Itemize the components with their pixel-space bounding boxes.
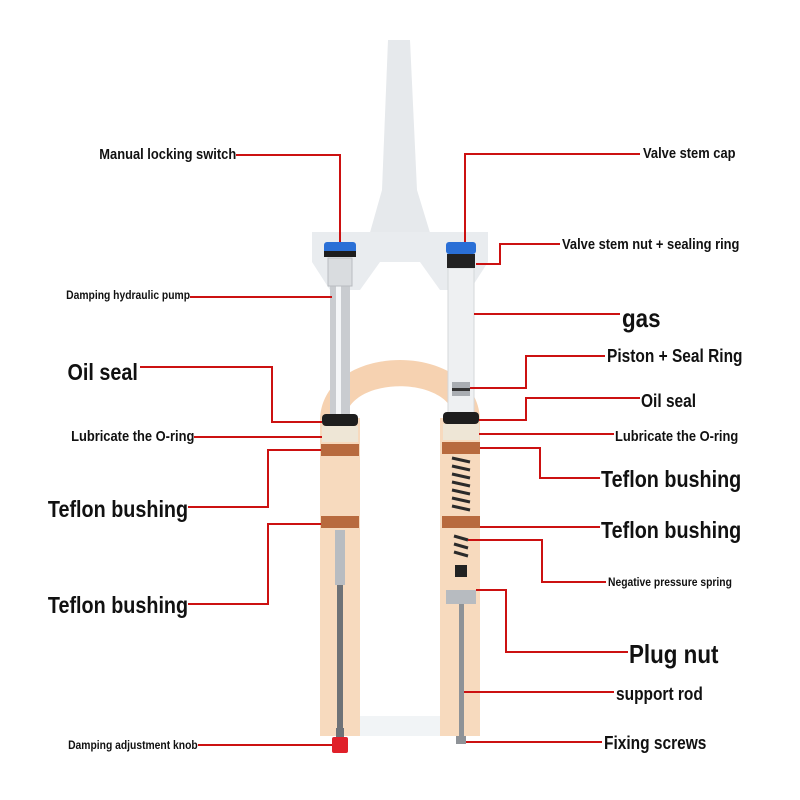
leader-manual-lock — [236, 154, 341, 242]
label-piston-seal-ring: Piston + Seal Ring — [607, 346, 743, 366]
left-bushing-upper — [321, 444, 359, 456]
label-support-rod: support rod — [616, 684, 703, 704]
label-damping-hydraulic-pump: Damping hydraulic pump — [66, 288, 190, 302]
negative-pressure-spring-icon — [451, 456, 471, 558]
leader-valve-nut — [476, 243, 560, 265]
bottom-brace — [360, 716, 440, 736]
label-oil-seal-left: Oil seal — [67, 359, 138, 385]
leader-bushing-left-1 — [188, 449, 321, 508]
left-shaft — [337, 585, 343, 730]
right-bushing-upper — [442, 442, 480, 454]
label-teflon-bushing-left-2: Teflon bushing — [47, 592, 188, 618]
leader-neg-spring — [468, 539, 606, 583]
label-valve-stem-cap: Valve stem cap — [643, 145, 736, 162]
leader-lines — [140, 153, 640, 746]
label-lubricate-oring-left: Lubricate the O-ring — [70, 428, 194, 445]
leader-oil-seal-left — [140, 366, 322, 423]
left-bushing-lower — [321, 516, 359, 528]
left-oring-foam — [322, 426, 358, 442]
leader-oil-seal-right — [479, 397, 640, 421]
right-bushing-lower — [442, 516, 480, 528]
label-oil-seal-right: Oil seal — [641, 391, 697, 411]
label-lubricate-oring-right: Lubricate the O-ring — [615, 428, 739, 445]
label-teflon-bushing-right-2: Teflon bushing — [601, 517, 742, 543]
leader-bushing-left-2 — [188, 523, 321, 605]
leader-valve-cap — [464, 153, 640, 242]
label-gas: gas — [622, 303, 661, 333]
label-negative-pressure-spring: Negative pressure spring — [608, 575, 732, 589]
support-rod-icon — [459, 604, 464, 740]
label-valve-stem-nut: Valve stem nut + sealing ring — [562, 236, 740, 253]
leader-piston — [470, 355, 605, 389]
left-top-cap — [327, 257, 353, 287]
label-fixing-screws: Fixing screws — [604, 733, 707, 753]
label-teflon-bushing-left-1: Teflon bushing — [47, 496, 188, 522]
left-oil-seal — [322, 414, 358, 426]
label-plug-nut: Plug nut — [629, 639, 719, 669]
label-manual-locking-switch: Manual locking switch — [99, 146, 236, 163]
label-teflon-bushing-right-1: Teflon bushing — [601, 466, 742, 492]
valve-stem-cap-icon — [446, 242, 476, 254]
plug-nut-icon — [446, 590, 476, 604]
right-oil-seal — [443, 412, 479, 424]
label-damping-adjustment-knob: Damping adjustment knob — [68, 738, 198, 752]
left-damper-rod — [335, 530, 345, 585]
leader-plug-nut — [476, 589, 628, 653]
steerer-tube — [369, 40, 431, 236]
right-oring-foam — [443, 424, 479, 440]
damping-adjustment-knob-icon — [332, 737, 348, 753]
leader-bushing-right-1 — [480, 447, 600, 479]
lower-leg-arch — [320, 360, 480, 420]
valve-stem-nut-icon — [447, 254, 475, 268]
